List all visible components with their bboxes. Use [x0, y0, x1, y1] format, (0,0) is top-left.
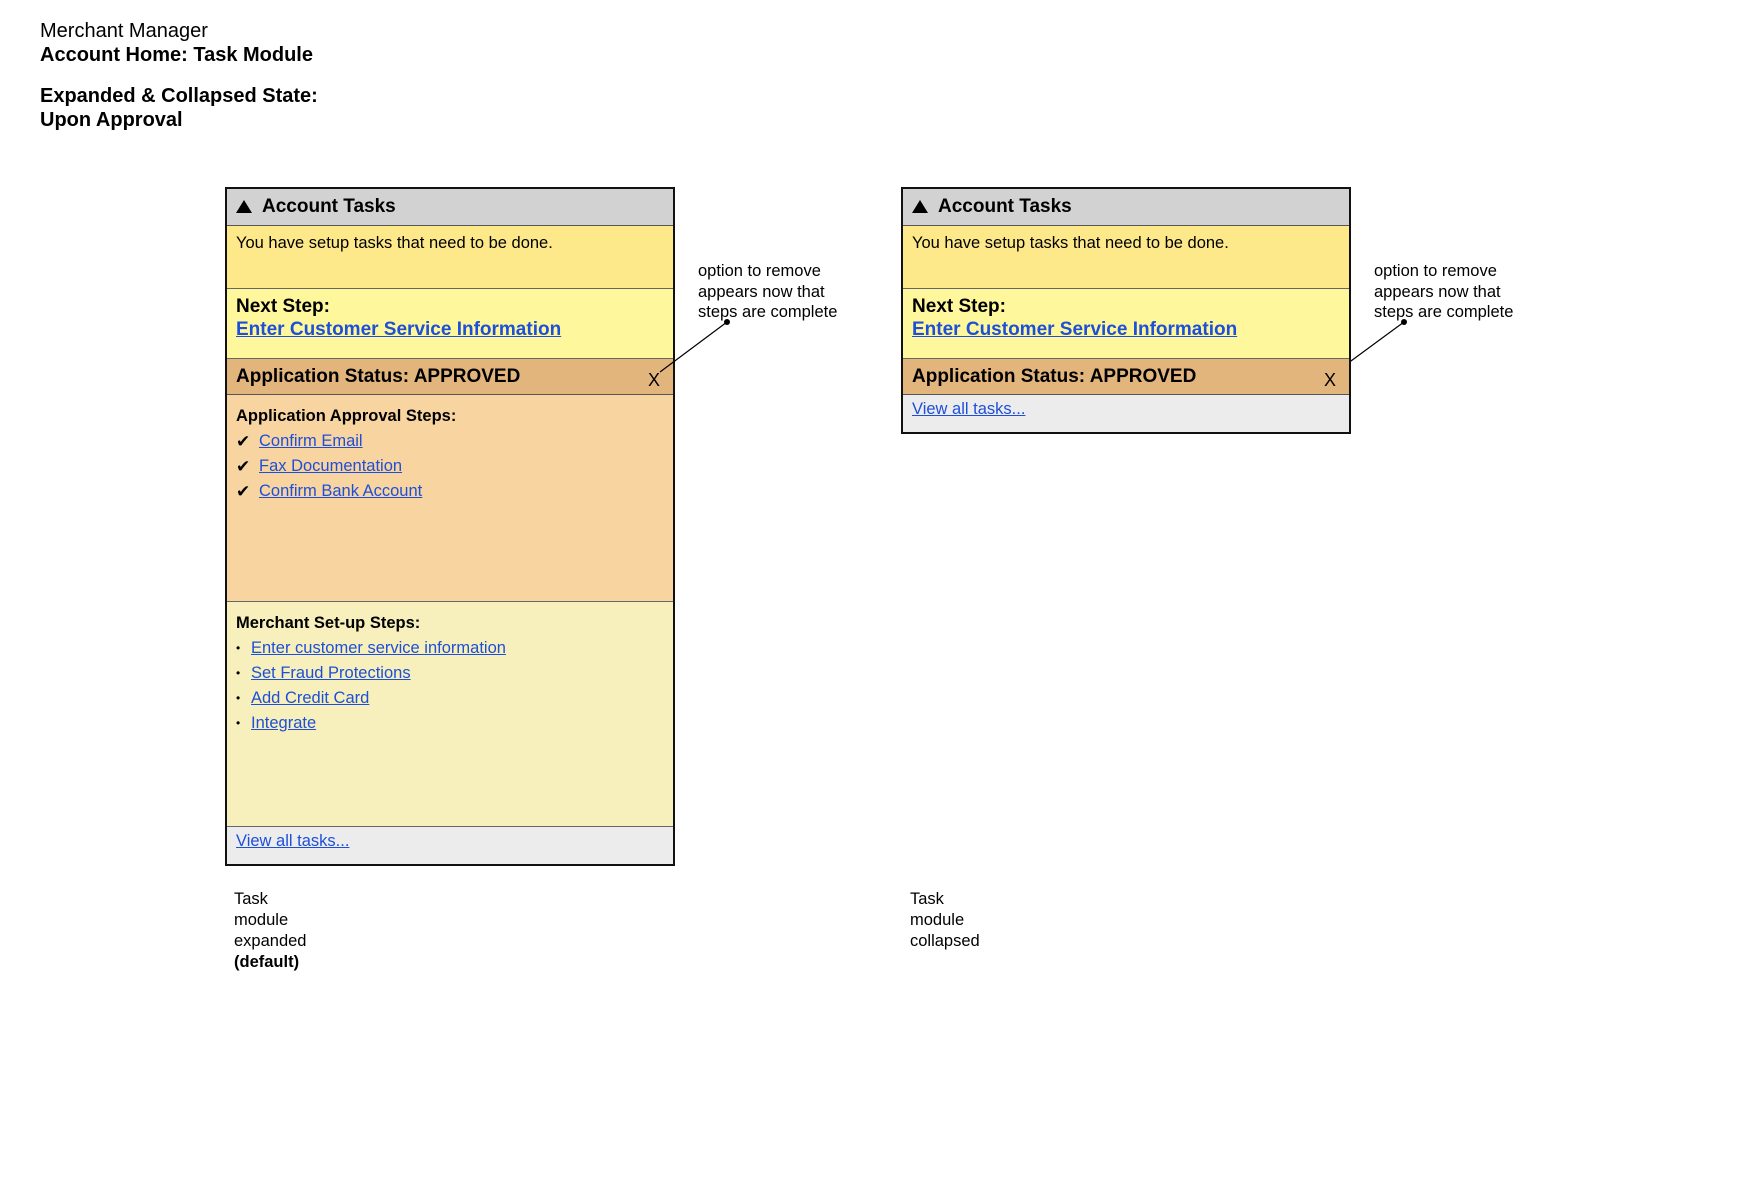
- approval-steps-title: Application Approval Steps:: [236, 407, 457, 425]
- caption-expanded: Task module expanded (default): [234, 889, 307, 973]
- notice-text: You have setup tasks that need to be don…: [236, 234, 553, 252]
- annotation-line: appears now that: [698, 282, 825, 301]
- confirm-bank-account-link[interactable]: Confirm Bank Account: [259, 482, 423, 500]
- module-header[interactable]: Account Tasks: [227, 189, 673, 226]
- task-module-expanded: Account Tasks You have setup tasks that …: [225, 187, 675, 866]
- approval-step-item: ✔ Confirm Email: [236, 429, 664, 454]
- view-all-tasks-link[interactable]: View all tasks...: [912, 400, 1026, 418]
- caption-line: collapsed: [910, 932, 980, 950]
- next-step-label: Next Step:: [912, 296, 1006, 317]
- application-status-bar: Application Status: APPROVED X: [227, 359, 673, 395]
- state-title: Expanded & Collapsed State:: [40, 85, 318, 107]
- merchant-step-item: • Add Credit Card: [236, 686, 664, 711]
- state-subtitle: Upon Approval: [40, 109, 183, 131]
- next-step-section: Next Step: Enter Customer Service Inform…: [903, 289, 1349, 359]
- collapse-triangle-icon[interactable]: [236, 199, 252, 213]
- setup-notice: You have setup tasks that need to be don…: [903, 226, 1349, 289]
- caption-line: expanded: [234, 932, 307, 950]
- view-all-tasks-link[interactable]: View all tasks...: [236, 832, 350, 850]
- checkmark-icon: ✔: [236, 457, 251, 476]
- module-title: Account Tasks: [262, 196, 396, 217]
- customer-service-info-link[interactable]: Enter customer service information: [251, 639, 506, 657]
- merchant-setup-section: Merchant Set-up Steps: • Enter customer …: [227, 602, 673, 827]
- application-status-text: Application Status: APPROVED: [912, 365, 1197, 387]
- next-step-label: Next Step:: [236, 296, 330, 317]
- caption-line: Task: [234, 890, 268, 908]
- annotation-line: appears now that: [1374, 282, 1501, 301]
- remove-close-button[interactable]: X: [647, 370, 660, 390]
- annotation-line-expanded: [659, 321, 728, 373]
- caption-line: Task: [910, 890, 944, 908]
- caption-line: module: [234, 911, 289, 929]
- fraud-protections-link[interactable]: Set Fraud Protections: [251, 664, 411, 682]
- annotation-line: steps are complete: [698, 303, 838, 321]
- annotation-collapsed: option to remove appears now that steps …: [1374, 261, 1513, 323]
- checkmark-icon: ✔: [236, 482, 251, 501]
- task-module-collapsed: Account Tasks You have setup tasks that …: [901, 187, 1351, 434]
- fax-documentation-link[interactable]: Fax Documentation: [259, 457, 403, 475]
- merchant-step-item: • Integrate: [236, 711, 664, 736]
- view-all-section: View all tasks...: [227, 827, 673, 864]
- application-status-text: Application Status: APPROVED: [236, 365, 521, 387]
- annotation-line: steps are complete: [1374, 303, 1514, 321]
- bullet-icon: •: [236, 666, 241, 680]
- caption-line: (default): [234, 953, 300, 971]
- bullet-icon: •: [236, 691, 241, 705]
- collapse-triangle-icon[interactable]: [912, 199, 928, 213]
- annotation-expanded: option to remove appears now that steps …: [698, 261, 837, 323]
- annotation-line: option to remove: [698, 262, 821, 280]
- merchant-step-item: • Enter customer service information: [236, 636, 664, 661]
- next-step-link[interactable]: Enter Customer Service Information: [236, 319, 562, 340]
- setup-notice: You have setup tasks that need to be don…: [227, 226, 673, 289]
- merchant-step-item: • Set Fraud Protections: [236, 661, 664, 686]
- annotation-dot-expanded: [724, 319, 730, 325]
- view-all-section: View all tasks...: [903, 395, 1349, 432]
- page-heading: Merchant Manager Account Home: Task Modu…: [40, 19, 318, 132]
- merchant-steps-title: Merchant Set-up Steps:: [236, 614, 421, 632]
- application-status-bar: Application Status: APPROVED X: [903, 359, 1349, 395]
- bullet-icon: •: [236, 641, 241, 655]
- annotation-line: option to remove: [1374, 262, 1497, 280]
- caption-collapsed: Task module collapsed: [910, 889, 980, 952]
- approval-step-item: ✔ Fax Documentation: [236, 454, 664, 479]
- caption-line: module: [910, 911, 965, 929]
- annotation-dot-collapsed: [1401, 319, 1407, 325]
- approval-step-item: ✔ Confirm Bank Account: [236, 479, 664, 504]
- integrate-link[interactable]: Integrate: [251, 714, 317, 732]
- bullet-icon: •: [236, 716, 241, 730]
- next-step-link[interactable]: Enter Customer Service Information: [912, 319, 1238, 340]
- remove-close-button[interactable]: X: [1323, 370, 1336, 390]
- next-step-section: Next Step: Enter Customer Service Inform…: [227, 289, 673, 359]
- app-name: Merchant Manager: [40, 20, 208, 42]
- confirm-email-link[interactable]: Confirm Email: [259, 432, 363, 450]
- approval-steps-section: Application Approval Steps: ✔ Confirm Em…: [227, 395, 673, 602]
- page-title: Account Home: Task Module: [40, 44, 313, 66]
- module-header[interactable]: Account Tasks: [903, 189, 1349, 226]
- notice-text: You have setup tasks that need to be don…: [912, 234, 1229, 252]
- add-credit-card-link[interactable]: Add Credit Card: [251, 689, 370, 707]
- module-title: Account Tasks: [938, 196, 1072, 217]
- checkmark-icon: ✔: [236, 432, 251, 451]
